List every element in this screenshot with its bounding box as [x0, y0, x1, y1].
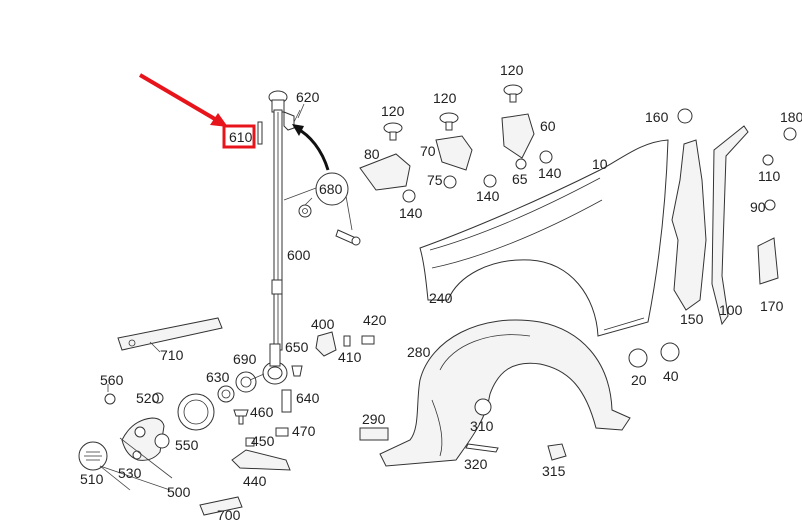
callout-40: 40 — [663, 368, 679, 384]
callout-640: 640 — [296, 390, 320, 406]
callout-710: 710 — [160, 347, 184, 363]
wheel-arch-liner-280 — [359, 319, 631, 467]
callout-280: 280 — [407, 344, 431, 360]
clip-part-620 — [283, 109, 301, 131]
fender-trim-group — [628, 108, 797, 368]
callout-410: 410 — [338, 349, 362, 365]
callout-180: 180 — [780, 109, 802, 125]
callout-140-c: 140 — [538, 165, 562, 181]
callout-510: 510 — [80, 471, 104, 487]
callout-610-label: 610 — [229, 129, 253, 145]
bolt-part-680 — [283, 172, 361, 246]
callout-530: 530 — [118, 465, 142, 481]
callout-420: 420 — [363, 312, 387, 328]
callout-70: 70 — [420, 143, 436, 159]
callout-100: 100 — [719, 302, 743, 318]
callout-440: 440 — [243, 473, 267, 489]
strip-part-700 — [199, 496, 243, 516]
front-fender-10 — [419, 139, 669, 337]
callout-680: 680 — [319, 181, 343, 197]
callout-500: 500 — [167, 484, 191, 500]
callout-630: 630 — [206, 369, 230, 385]
callout-310: 310 — [470, 418, 494, 434]
callout-620: 620 — [296, 89, 320, 105]
callout-450: 450 — [251, 433, 275, 449]
callout-10: 10 — [592, 156, 608, 172]
callout-110: 110 — [758, 168, 781, 184]
callout-690: 690 — [233, 351, 257, 367]
pin-part-610 — [257, 121, 263, 145]
fuel-door-group-500 — [78, 392, 215, 491]
callout-120-b: 120 — [433, 90, 457, 106]
callout-240: 240 — [429, 290, 453, 306]
callout-75: 75 — [427, 172, 443, 188]
callout-120-a: 120 — [381, 103, 405, 119]
callout-550: 550 — [175, 437, 199, 453]
leader-lines — [107, 103, 305, 392]
highlight-box-610 — [222, 124, 256, 149]
callout-320: 320 — [464, 456, 488, 472]
callout-90: 90 — [750, 199, 766, 215]
callout-65: 65 — [512, 171, 528, 187]
callout-650: 650 — [285, 339, 309, 355]
brackets-top-group — [359, 84, 553, 203]
callout-520: 520 — [136, 390, 160, 406]
callout-170: 170 — [760, 298, 784, 314]
callout-600: 600 — [287, 247, 311, 263]
callout-20: 20 — [631, 372, 647, 388]
callout-60: 60 — [540, 118, 556, 134]
callout-315: 315 — [542, 463, 566, 479]
highlight-arrow — [138, 73, 228, 127]
arrow-to-680 — [292, 124, 330, 171]
callout-470: 470 — [292, 423, 316, 439]
callout-labels: 620 680 600 710 560 520 550 530 510 500 … — [80, 62, 802, 520]
callout-290: 290 — [362, 411, 386, 427]
callout-160: 160 — [645, 109, 669, 125]
hood-prop-rod-600 — [262, 90, 288, 385]
strip-part-710 — [117, 317, 223, 353]
callout-140-a: 140 — [399, 205, 423, 221]
callout-150: 150 — [680, 311, 704, 327]
callout-460: 460 — [250, 404, 274, 420]
callout-560: 560 — [100, 372, 124, 388]
callout-400: 400 — [311, 316, 335, 332]
callout-140-b: 140 — [476, 188, 500, 204]
small-parts-cluster — [217, 331, 375, 471]
callout-700: 700 — [217, 507, 241, 520]
callout-120-c: 120 — [500, 62, 524, 78]
callout-80: 80 — [364, 146, 380, 162]
